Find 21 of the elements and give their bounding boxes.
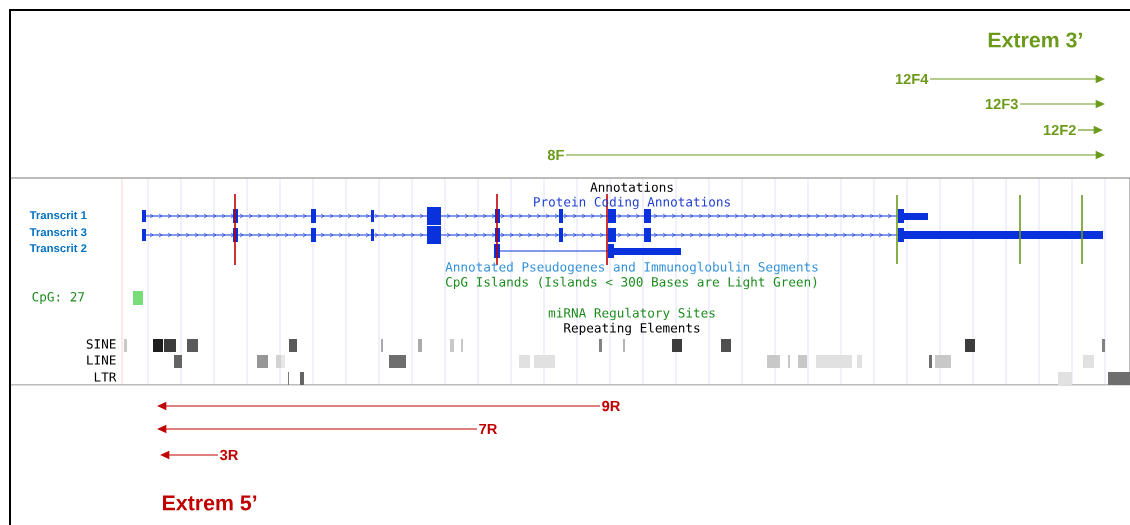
track-label: Annotations — [590, 182, 673, 192]
track-label: LINE — [87, 355, 116, 365]
track-label: Repeating Elements — [564, 322, 700, 336]
track-label: SINE — [86, 339, 116, 349]
transcript-label: Transcrit 3 — [29, 227, 87, 237]
primer-label: 3R — [219, 449, 239, 461]
track-label: CpG Islands (Islands < 300 Bases are Light Green) — [446, 276, 817, 290]
primer-label: 12F2 — [1043, 124, 1076, 136]
track-label: LTR — [94, 372, 117, 382]
track-label: CpG: 27 — [32, 292, 85, 304]
end-label: Extrem 3’ — [988, 32, 1082, 48]
transcript-label: Transcrit 1 — [29, 210, 87, 220]
primer-label: 12F4 — [895, 73, 929, 85]
transcript-label: Transcrit 2 — [29, 243, 87, 253]
primer-label: 9R — [602, 400, 621, 412]
track-label: Annotated Pseudogenes and Immunoglobulin Segments — [445, 261, 818, 275]
end-label: Extrem 5’ — [163, 495, 257, 511]
primer-label: 12F3 — [985, 98, 1018, 110]
primer-label: 7R — [479, 423, 498, 435]
primer-label: 8F — [547, 149, 564, 161]
track-label: miRNA Regulatory Sites — [548, 307, 715, 321]
